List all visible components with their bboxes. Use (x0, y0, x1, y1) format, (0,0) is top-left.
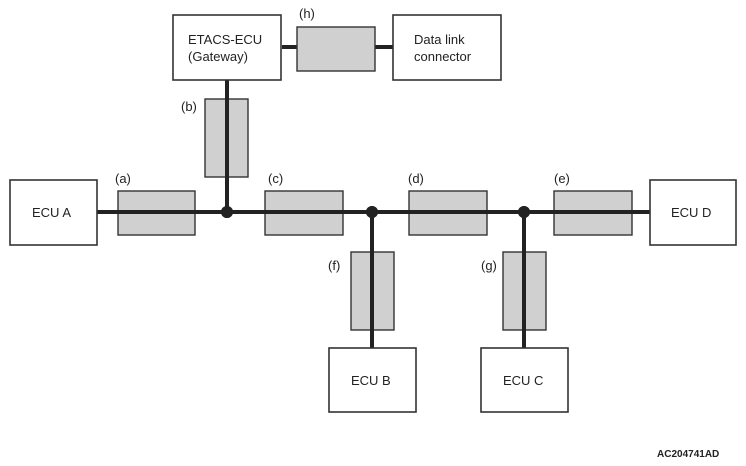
ecu-c-label: ECU C (503, 373, 543, 388)
junction-dot-b (221, 206, 233, 218)
ecu-d-box (649, 179, 737, 246)
ecu-a-box (9, 179, 98, 246)
ecu-d-label: ECU D (671, 205, 711, 220)
junction-dot-f (366, 206, 378, 218)
segment-b-label: (b) (181, 99, 197, 114)
segment-g-label: (g) (481, 258, 497, 273)
segment-h-label: (h) (299, 6, 315, 21)
segment-c-label: (c) (268, 171, 283, 186)
etacs-ecu-label: ETACS-ECU (188, 32, 262, 47)
junction-dot-g (518, 206, 530, 218)
etacs-ecu-box (172, 14, 282, 81)
segment-a-label: (a) (115, 171, 131, 186)
ecu-c-box (480, 347, 569, 413)
etacs-gateway-label: (Gateway) (188, 49, 248, 64)
segment-e-label: (e) (554, 171, 570, 186)
segment-h (296, 26, 376, 72)
dlc-label-line2: connector (414, 49, 472, 64)
ecu-b-label: ECU B (351, 373, 391, 388)
dlc-label-line1: Data link (414, 32, 465, 47)
figure-code: AC204741AD (657, 449, 719, 460)
data-link-connector-box (392, 14, 502, 81)
ecu-a-label: ECU A (32, 205, 71, 220)
ecu-b-box (328, 347, 417, 413)
segment-f-label: (f) (328, 258, 340, 273)
segment-d-label: (d) (408, 171, 424, 186)
